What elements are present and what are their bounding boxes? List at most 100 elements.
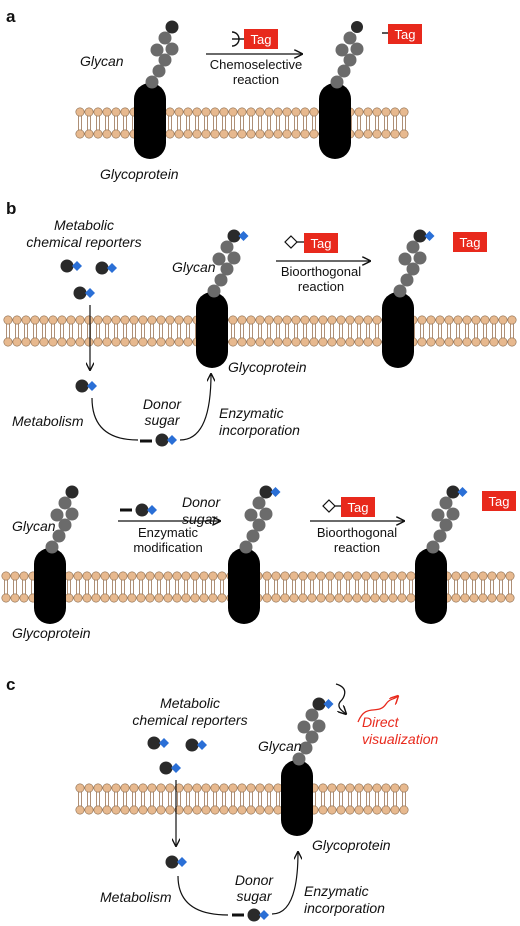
glycan-sugar-icon bbox=[343, 31, 357, 45]
lipid-head bbox=[190, 571, 200, 581]
lipid-head bbox=[183, 337, 193, 347]
lipid-tail bbox=[141, 792, 145, 806]
lipid-head bbox=[460, 571, 470, 581]
lipid-head bbox=[280, 571, 290, 581]
lipid-head bbox=[363, 129, 373, 139]
reporter-diamond-icon bbox=[107, 263, 117, 273]
lipid-tail bbox=[321, 324, 325, 338]
lipid-head bbox=[201, 783, 211, 793]
lipid-head bbox=[417, 315, 427, 325]
lipid-head bbox=[100, 571, 110, 581]
reporter-sugar-icon bbox=[95, 261, 109, 275]
glycan-sugar-icon bbox=[145, 75, 159, 89]
cell-membranes bbox=[1, 107, 517, 815]
lipid-tail bbox=[301, 580, 305, 594]
glycoproteins bbox=[34, 83, 447, 836]
lipid-head bbox=[496, 593, 506, 603]
lipid-head bbox=[172, 593, 182, 603]
lipid-head bbox=[84, 783, 94, 793]
glycoprotein-body bbox=[34, 548, 66, 624]
glycan-sugar-icon bbox=[65, 507, 79, 521]
lipid-head bbox=[298, 571, 308, 581]
lipid-head bbox=[469, 571, 479, 581]
lipid-head bbox=[255, 107, 265, 117]
lipid-tail bbox=[319, 580, 323, 594]
glycan-sugar-icon bbox=[335, 43, 349, 57]
lipid-head bbox=[208, 593, 218, 603]
lipid-head bbox=[138, 783, 148, 793]
lipid-head bbox=[3, 315, 13, 325]
lipid-head bbox=[379, 593, 389, 603]
lipid-head bbox=[381, 129, 391, 139]
lipid-head bbox=[136, 571, 146, 581]
glycan-sugar-icon bbox=[312, 719, 326, 733]
lipid-head bbox=[289, 571, 299, 581]
reporter-diamond-icon bbox=[177, 857, 187, 867]
lipid-tail bbox=[175, 580, 179, 594]
donor-sugar-label-line2: sugar bbox=[182, 511, 218, 527]
lipid-head bbox=[84, 805, 94, 815]
reporter-sugar-icon bbox=[135, 503, 149, 517]
lipid-head bbox=[145, 571, 155, 581]
lipid-head bbox=[73, 571, 83, 581]
lipid-head bbox=[163, 593, 173, 603]
lipid-head bbox=[480, 337, 490, 347]
lipid-head bbox=[318, 337, 328, 347]
lipid-head bbox=[264, 783, 274, 793]
glycan-sugar-icon bbox=[52, 529, 66, 543]
lipid-head bbox=[120, 783, 130, 793]
lipid-head bbox=[496, 571, 506, 581]
glycan-sugar-icon bbox=[292, 752, 306, 766]
lipid-tail bbox=[330, 792, 334, 806]
lipid-head bbox=[102, 107, 112, 117]
lipid-head bbox=[10, 593, 20, 603]
lipid-head bbox=[282, 107, 292, 117]
lipid-head bbox=[154, 571, 164, 581]
glycan-sugar-icon bbox=[152, 64, 166, 78]
lipid-tail bbox=[148, 580, 152, 594]
lipid-head bbox=[399, 783, 409, 793]
lipid-head bbox=[390, 805, 400, 815]
lipid-tail bbox=[67, 580, 71, 594]
lipid-tail bbox=[510, 324, 514, 338]
lipid-head bbox=[246, 805, 256, 815]
lipid-head bbox=[217, 593, 227, 603]
lipid-tail bbox=[357, 792, 361, 806]
lipid-head bbox=[120, 337, 130, 347]
lipid-head bbox=[397, 571, 407, 581]
lipid-head bbox=[129, 805, 139, 815]
lipid-head bbox=[300, 107, 310, 117]
lipid-tail bbox=[168, 116, 172, 130]
lipid-head bbox=[316, 593, 326, 603]
lipid-head bbox=[462, 315, 472, 325]
tag-box bbox=[304, 233, 338, 253]
lipid-head bbox=[399, 129, 409, 139]
glycan-sugar-icon bbox=[220, 262, 234, 276]
lipid-head bbox=[201, 107, 211, 117]
lipid-head bbox=[361, 593, 371, 603]
glycan-sugar-icon bbox=[431, 508, 445, 522]
lipid-tail bbox=[96, 116, 100, 130]
lipid-tail bbox=[364, 580, 368, 594]
lipid-head bbox=[75, 805, 85, 815]
lipid-head bbox=[163, 571, 173, 581]
lipid-tail bbox=[312, 116, 316, 130]
lipid-tail bbox=[33, 324, 37, 338]
lipid-tail bbox=[267, 792, 271, 806]
glycan-sugar-icon bbox=[214, 273, 228, 287]
lipid-head bbox=[174, 129, 184, 139]
lipid-head bbox=[111, 315, 121, 325]
panel-a-glycan-label: Glycan bbox=[80, 53, 124, 69]
panel-b-label: b bbox=[6, 199, 16, 218]
lipid-tail bbox=[222, 116, 226, 130]
lipid-bilayer bbox=[3, 315, 517, 347]
lipid-tail bbox=[481, 580, 485, 594]
terminal-sugar-icon bbox=[259, 485, 273, 499]
lipid-head bbox=[219, 107, 229, 117]
lipid-tail bbox=[186, 116, 190, 130]
lipid-head bbox=[39, 337, 49, 347]
lipid-head bbox=[471, 337, 481, 347]
lipid-head bbox=[102, 805, 112, 815]
reporters-label-line2: chemical reporters bbox=[132, 712, 247, 728]
lipid-head bbox=[228, 337, 238, 347]
